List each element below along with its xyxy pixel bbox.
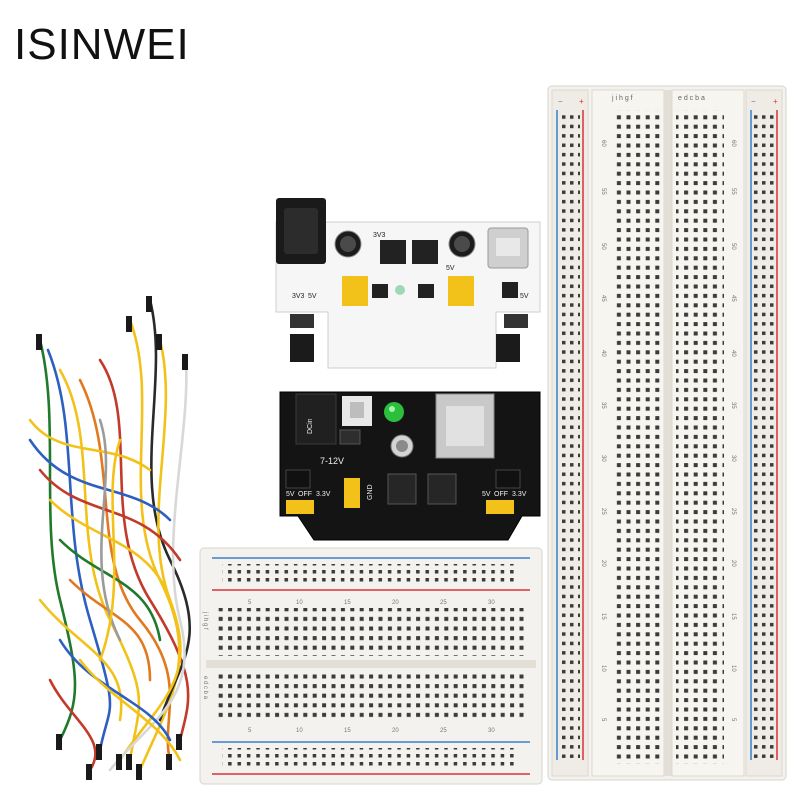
- label-3v3-b: 3V3: [292, 293, 305, 300]
- svg-text:−: −: [558, 97, 563, 106]
- svg-text:45: 45: [600, 295, 606, 302]
- label-3v3-left: 3.3V: [316, 491, 331, 498]
- svg-text:20: 20: [392, 728, 399, 734]
- svg-text:50: 50: [730, 243, 736, 250]
- label-3v3-right: 3.3V: [512, 491, 527, 498]
- svg-text:10: 10: [600, 665, 606, 672]
- svg-text:20: 20: [600, 560, 606, 567]
- label-5v-right: 5V: [482, 491, 491, 498]
- svg-text:5: 5: [730, 718, 736, 722]
- svg-text:25: 25: [440, 600, 447, 606]
- label-5v-c: 5V: [520, 293, 529, 300]
- label-off-left: OFF: [298, 491, 312, 498]
- svg-text:20: 20: [730, 560, 736, 567]
- svg-text:25: 25: [730, 508, 736, 515]
- svg-text:+: +: [579, 97, 584, 106]
- label-3v3-a: 3V3: [373, 232, 386, 239]
- svg-text:40: 40: [600, 350, 606, 357]
- svg-text:10: 10: [730, 665, 736, 672]
- jumper-wires: [28, 296, 192, 780]
- svg-text:10: 10: [296, 600, 303, 606]
- svg-text:45: 45: [730, 295, 736, 302]
- label-dcin: DCin: [307, 418, 314, 434]
- svg-text:5: 5: [248, 728, 252, 734]
- svg-text:5: 5: [248, 600, 252, 606]
- svg-text:30: 30: [730, 455, 736, 462]
- svg-text:15: 15: [600, 613, 606, 620]
- svg-text:30: 30: [600, 455, 606, 462]
- power-module-black: DCin 7-12V 5V OFF 3.3V 5V OFF 3.3V GND: [279, 391, 541, 541]
- label-7-12v: 7-12V: [320, 456, 344, 466]
- svg-text:−: −: [751, 97, 756, 106]
- power-module-white: 3V3 5V 3V3 5V 5V: [275, 198, 541, 369]
- svg-text:15: 15: [344, 600, 351, 606]
- svg-text:40: 40: [730, 350, 736, 357]
- svg-text:30: 30: [488, 728, 495, 734]
- label-5v-b: 5V: [446, 265, 455, 272]
- svg-text:60: 60: [730, 140, 736, 147]
- column-letters-left: j i h g f: [611, 95, 633, 102]
- breadboard-large: − + − + j i h g f e d c b a 60 55 50 45 …: [547, 85, 787, 781]
- column-letters-right: e d c b a: [678, 95, 705, 102]
- label-5v-left: 5V: [286, 491, 295, 498]
- breadboard-small: 5 10 15 20 25 30 5 10 15 20 25 30 j i h …: [199, 547, 543, 785]
- label-off-right: OFF: [494, 491, 508, 498]
- label-gnd: GND: [367, 484, 374, 500]
- svg-text:25: 25: [600, 508, 606, 515]
- svg-text:15: 15: [344, 728, 351, 734]
- row-letters-bottom: e d c b a: [202, 676, 208, 700]
- svg-text:50: 50: [600, 243, 606, 250]
- svg-text:35: 35: [600, 402, 606, 409]
- svg-text:10: 10: [296, 728, 303, 734]
- svg-text:15: 15: [730, 613, 736, 620]
- row-letters-top: j i h g f: [202, 611, 208, 630]
- brand-logo: ISINWEI: [14, 20, 190, 69]
- svg-text:60: 60: [600, 140, 606, 147]
- svg-text:35: 35: [730, 402, 736, 409]
- svg-text:55: 55: [600, 188, 606, 195]
- label-5v-a: 5V: [308, 293, 317, 300]
- svg-text:30: 30: [488, 600, 495, 606]
- svg-text:5: 5: [600, 718, 606, 722]
- svg-text:20: 20: [392, 600, 399, 606]
- svg-text:25: 25: [440, 728, 447, 734]
- svg-text:+: +: [773, 97, 778, 106]
- svg-text:55: 55: [730, 188, 736, 195]
